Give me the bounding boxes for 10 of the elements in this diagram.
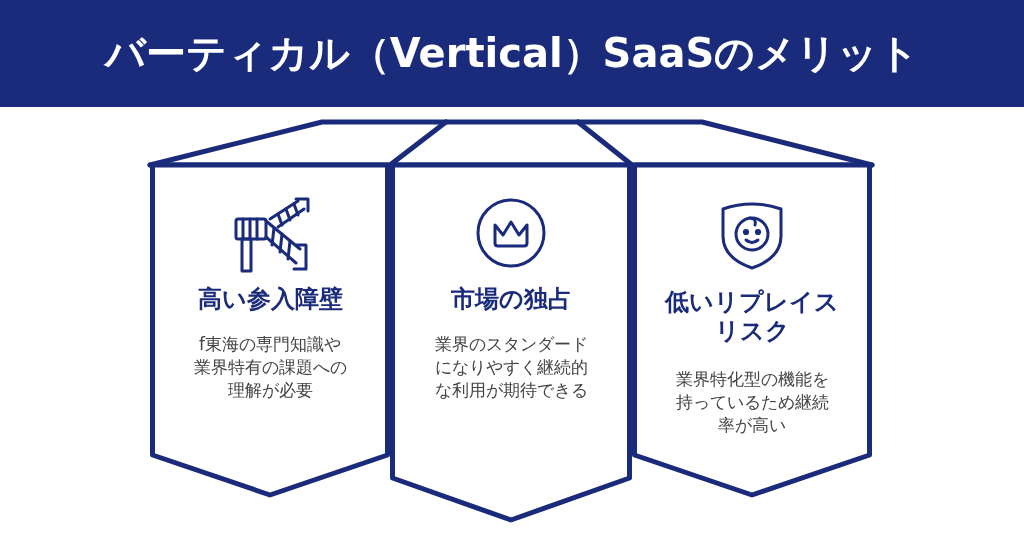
panel-heading: 市場の独占 (449, 285, 573, 314)
pentagon-panel (150, 165, 390, 498)
panel-heading: 高い参入障壁 (196, 285, 344, 314)
panel-description: f東海の専門知識や業界特有の課題への理解が必要 (192, 333, 348, 402)
pentagon-panel (390, 165, 632, 523)
title-banner: バーティカル（Vertical）SaaSのメリット (0, 0, 1024, 107)
panel-description: 業界のスタンダードになりやすく継続的な利用が期待できる (433, 333, 589, 402)
panel-heading: 低いリプレイスリスク (663, 288, 840, 346)
panel-description: 業界特化型の機能を持っているため継続率が高い (674, 368, 830, 437)
pentagon-panel (632, 165, 872, 498)
